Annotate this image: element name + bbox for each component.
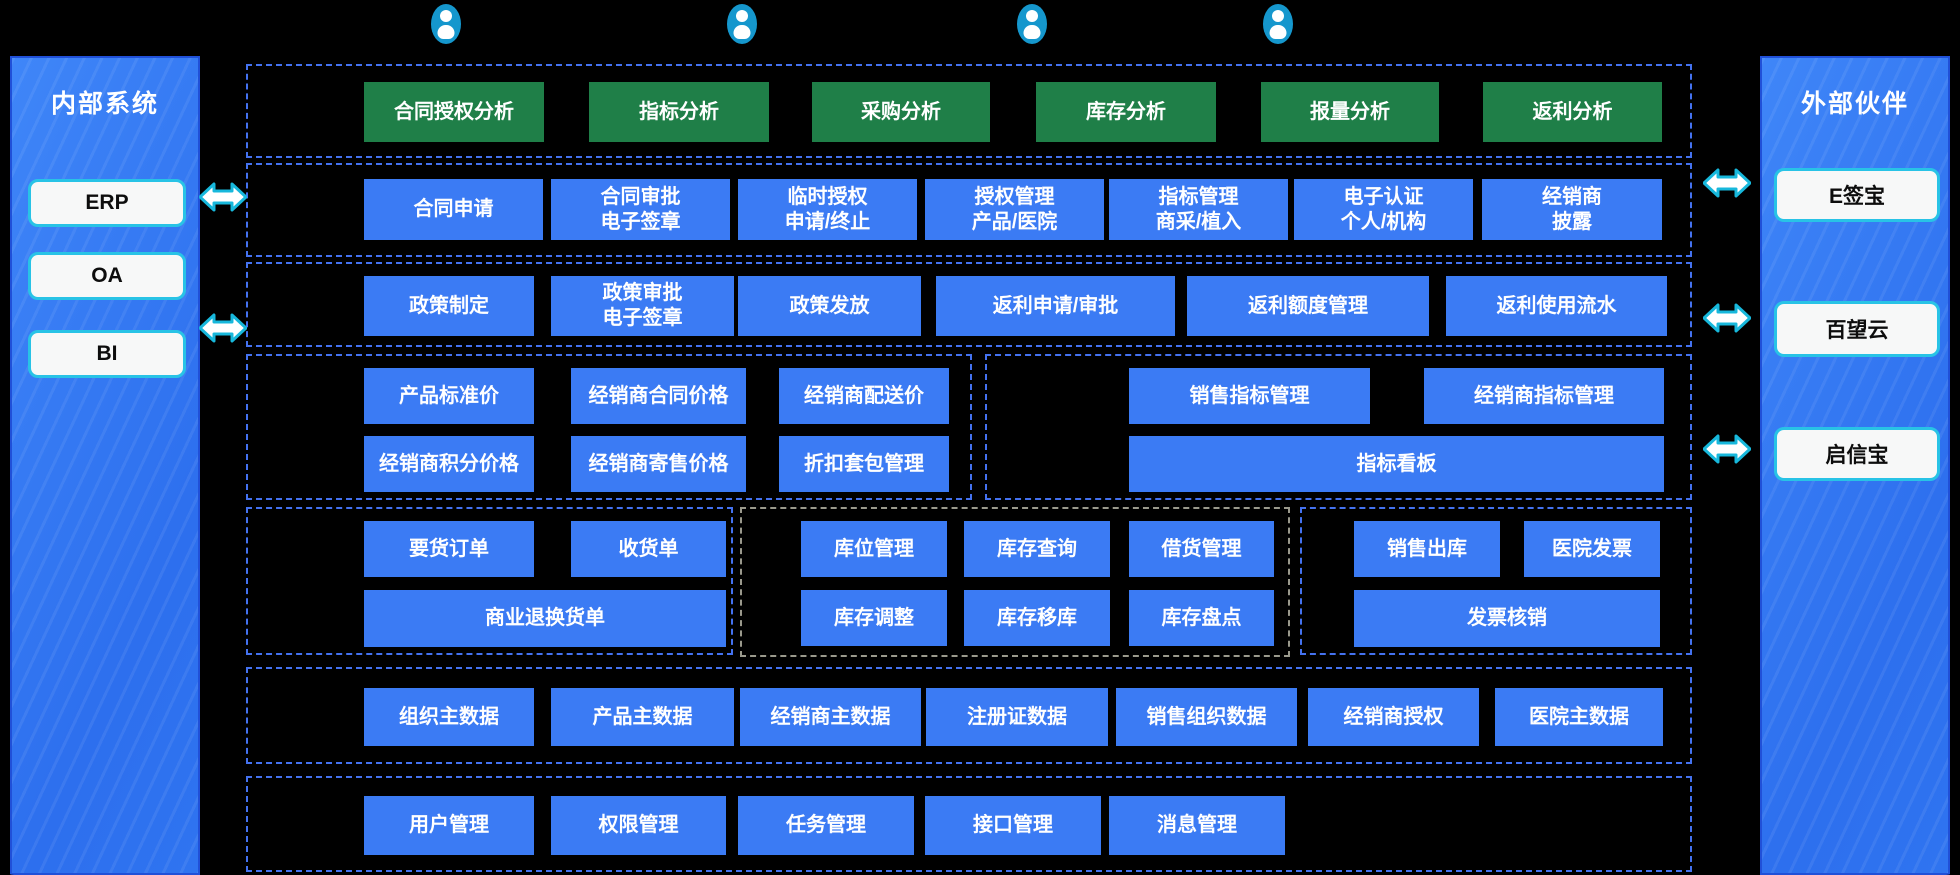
- sync-arrow-icon: [1703, 163, 1751, 203]
- sales-invoice-group-box: [1300, 507, 1692, 655]
- module-button[interactable]: 合同申请: [364, 179, 543, 240]
- module-button[interactable]: 销售组织数据: [1116, 688, 1297, 746]
- sync-arrow-icon: [1703, 429, 1751, 469]
- sync-arrow-icon: [1703, 298, 1751, 338]
- module-button[interactable]: 折扣套包管理: [779, 436, 949, 492]
- module-button[interactable]: 要货订单: [364, 521, 534, 577]
- module-button[interactable]: 经销商授权: [1308, 688, 1479, 746]
- internal-system-item[interactable]: ERP: [28, 179, 186, 227]
- master-data-group-box: [246, 667, 1692, 764]
- module-button[interactable]: 消息管理: [1109, 796, 1285, 855]
- contract-authorization-group-box: [246, 163, 1692, 257]
- module-button[interactable]: 接口管理: [925, 796, 1101, 855]
- module-button[interactable]: 注册证数据: [926, 688, 1108, 746]
- module-button[interactable]: 权限管理: [551, 796, 726, 855]
- module-button[interactable]: 指标看板: [1129, 436, 1664, 492]
- module-button[interactable]: 授权管理 产品/医院: [925, 179, 1104, 240]
- module-button[interactable]: 经销商指标管理: [1424, 368, 1664, 424]
- module-button[interactable]: 用户管理: [364, 796, 534, 855]
- analysis-group-box: [246, 64, 1692, 158]
- internal-system-item[interactable]: OA: [28, 252, 186, 300]
- module-button[interactable]: 经销商配送价: [779, 368, 949, 424]
- external-partner-item[interactable]: 百望云: [1774, 301, 1940, 357]
- module-button[interactable]: 库存调整: [801, 590, 947, 646]
- user-icon: [1263, 4, 1293, 44]
- module-button[interactable]: 经销商寄售价格: [571, 436, 746, 492]
- module-button[interactable]: 产品标准价: [364, 368, 534, 424]
- module-button[interactable]: 政策审批 电子签章: [551, 276, 734, 336]
- module-button[interactable]: 发票核销: [1354, 590, 1660, 647]
- module-button[interactable]: 报量分析: [1261, 82, 1439, 142]
- indicator-management-group-box: [985, 354, 1692, 500]
- module-button[interactable]: 借货管理: [1129, 521, 1274, 577]
- external-partners-title: 外部伙伴: [1800, 90, 1909, 118]
- price-management-group-box: [246, 354, 972, 500]
- module-button[interactable]: 政策制定: [364, 276, 534, 336]
- module-button[interactable]: 医院主数据: [1495, 688, 1663, 746]
- module-button[interactable]: 收货单: [571, 521, 726, 577]
- module-button[interactable]: 电子认证 个人/机构: [1294, 179, 1473, 240]
- user-icon: [727, 4, 757, 44]
- policy-rebate-group-box: [246, 262, 1692, 347]
- module-button[interactable]: 指标分析: [589, 82, 769, 142]
- sync-arrow-icon: [199, 308, 247, 348]
- module-button[interactable]: 库位管理: [801, 521, 947, 577]
- system-management-group-box: [246, 776, 1692, 872]
- module-button[interactable]: 经销商积分价格: [364, 436, 534, 492]
- module-button[interactable]: 合同审批 电子签章: [551, 179, 730, 240]
- external-partner-item[interactable]: 启信宝: [1774, 427, 1940, 481]
- external-partners-panel: 外部伙伴 E签宝百望云启信宝: [1760, 56, 1950, 875]
- order-group-box: [246, 507, 733, 655]
- module-button[interactable]: 经销商主数据: [740, 688, 921, 746]
- module-button[interactable]: 经销商 披露: [1482, 179, 1662, 240]
- module-button[interactable]: 采购分析: [812, 82, 990, 142]
- module-button[interactable]: 经销商合同价格: [571, 368, 746, 424]
- module-button[interactable]: 销售指标管理: [1129, 368, 1370, 424]
- internal-system-item[interactable]: BI: [28, 330, 186, 378]
- module-button[interactable]: 库存分析: [1036, 82, 1216, 142]
- module-button[interactable]: 临时授权 申请/终止: [738, 179, 917, 240]
- module-button[interactable]: 库存查询: [964, 521, 1110, 577]
- module-button[interactable]: 商业退换货单: [364, 590, 726, 647]
- module-button[interactable]: 组织主数据: [364, 688, 534, 746]
- module-button[interactable]: 指标管理 商采/植入: [1109, 179, 1288, 240]
- module-button[interactable]: 政策发放: [738, 276, 921, 336]
- module-button[interactable]: 销售出库: [1354, 521, 1500, 577]
- user-icon: [431, 4, 461, 44]
- module-button[interactable]: 库存移库: [964, 590, 1110, 646]
- module-button[interactable]: 返利使用流水: [1446, 276, 1667, 336]
- internal-systems-panel: 内部系统 ERP OA BI: [10, 56, 200, 875]
- internal-systems-title: 内部系统: [50, 90, 159, 118]
- inventory-group-box: [740, 507, 1290, 657]
- module-button[interactable]: 任务管理: [738, 796, 914, 855]
- sync-arrow-icon: [199, 177, 247, 217]
- user-icon: [1017, 4, 1047, 44]
- module-button[interactable]: 返利额度管理: [1187, 276, 1429, 336]
- module-button[interactable]: 产品主数据: [551, 688, 734, 746]
- module-button[interactable]: 合同授权分析: [364, 82, 544, 142]
- external-partner-item[interactable]: E签宝: [1774, 168, 1940, 222]
- module-button[interactable]: 医院发票: [1524, 521, 1660, 577]
- module-button[interactable]: 库存盘点: [1129, 590, 1274, 646]
- module-button[interactable]: 返利分析: [1483, 82, 1662, 142]
- module-button[interactable]: 返利申请/审批: [936, 276, 1175, 336]
